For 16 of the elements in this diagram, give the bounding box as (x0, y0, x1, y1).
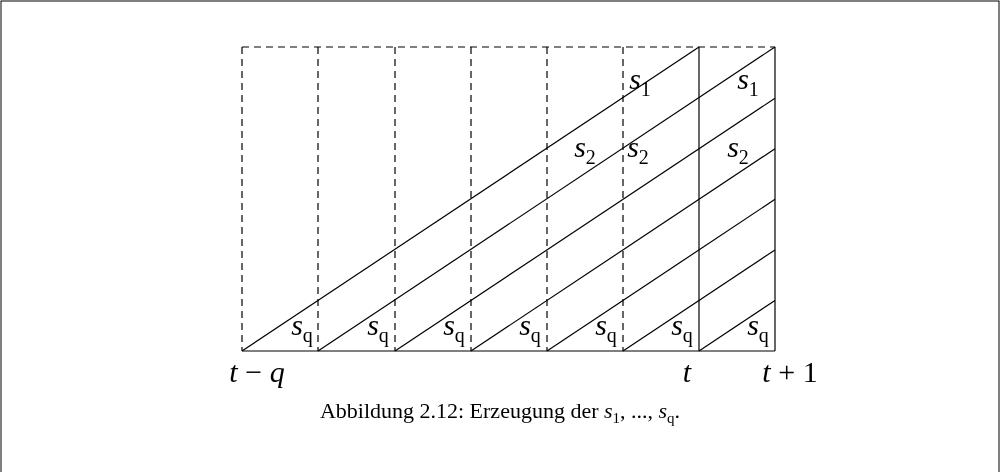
cell-label: s$_{2}$ (574, 132, 596, 167)
figure-caption: Abbildung 2.12: Erzeugung der s$_{1}$, ..., s$_{q}$. (319, 398, 681, 428)
axis-tick-label: t (682, 357, 692, 387)
cell-label: s$_{q}$ (595, 310, 617, 345)
cell-label: s$_{q}$ (443, 310, 465, 345)
axis-tick-label: t − q (229, 357, 285, 387)
axis-tick-label: t + 1 (762, 357, 818, 387)
cell-label: s$_{1}$ (629, 64, 651, 99)
cell-label: s$_{2}$ (627, 132, 649, 167)
cell-label: s$_{1}$ (737, 64, 759, 99)
cell-label: s$_{q}$ (671, 310, 693, 345)
cell-label: s$_{q}$ (519, 310, 541, 345)
cell-label: s$_{q}$ (291, 310, 313, 345)
cell-label: s$_{q}$ (367, 310, 389, 345)
cell-label: s$_{2}$ (727, 132, 749, 167)
cell-label: s$_{q}$ (747, 310, 769, 345)
